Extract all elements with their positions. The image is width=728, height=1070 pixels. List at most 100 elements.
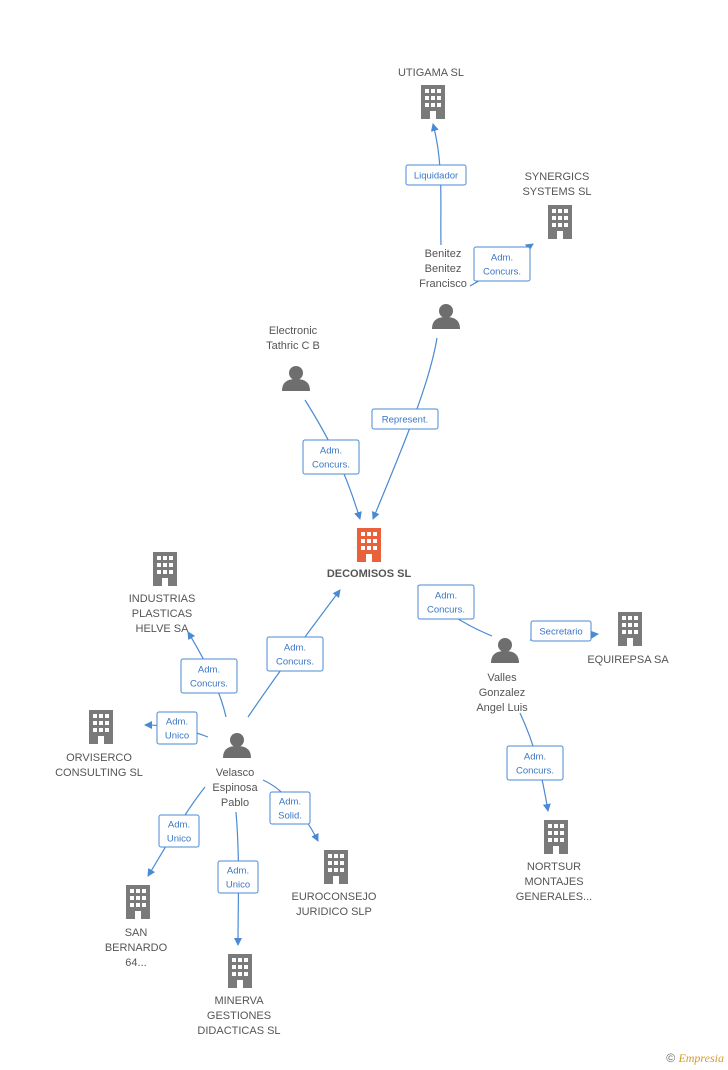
building-icon[interactable] bbox=[421, 85, 445, 119]
edge-label-text: Adm. bbox=[227, 866, 249, 877]
building-icon[interactable] bbox=[153, 552, 177, 586]
edge-label-text: Adm. bbox=[166, 717, 188, 728]
brand-logo[interactable]: Empresia bbox=[678, 1051, 724, 1065]
person-icon[interactable] bbox=[432, 304, 460, 329]
node-label[interactable]: SYSTEMS SL bbox=[522, 186, 591, 198]
edge-valles-equirepsa: Secretario bbox=[529, 620, 599, 642]
node-label[interactable]: GESTIONES bbox=[207, 1010, 271, 1022]
building-icon[interactable] bbox=[228, 954, 252, 988]
person-icon[interactable] bbox=[491, 638, 519, 663]
node-label[interactable]: INDUSTRIAS bbox=[129, 593, 196, 605]
node-nortsur[interactable]: NORTSUR MONTAJES GENERALES... bbox=[516, 820, 592, 903]
building-icon[interactable] bbox=[126, 885, 150, 919]
node-label[interactable]: UTIGAMA SL bbox=[398, 67, 464, 79]
node-equirepsa[interactable]: EQUIREPSA SA bbox=[587, 612, 669, 666]
node-label[interactable]: SYNERGICS bbox=[525, 171, 590, 183]
node-label[interactable]: Espinosa bbox=[212, 782, 258, 794]
node-label[interactable]: MONTAJES bbox=[524, 876, 583, 888]
edge-label-box bbox=[371, 408, 439, 430]
edge-label-box bbox=[158, 814, 200, 848]
edge-label-text: Represent. bbox=[382, 415, 428, 426]
node-utigama[interactable]: UTIGAMA SL bbox=[398, 67, 464, 119]
node-label[interactable]: Angel Luis bbox=[476, 702, 528, 714]
node-label[interactable]: Benitez bbox=[425, 263, 462, 275]
node-industrias[interactable]: INDUSTRIAS PLASTICAS HELVE SA bbox=[129, 552, 196, 635]
edge-label-text: Adm. bbox=[524, 752, 546, 763]
node-label[interactable]: EQUIREPSA SA bbox=[587, 654, 669, 666]
footer: © Empresia bbox=[666, 1051, 724, 1066]
edge-label-text: Adm. bbox=[435, 591, 457, 602]
edge-velasco-minerva: Adm.Unico bbox=[217, 811, 259, 946]
node-label[interactable]: Benitez bbox=[425, 248, 462, 260]
building-icon[interactable] bbox=[544, 820, 568, 854]
node-label[interactable]: BERNARDO bbox=[105, 942, 168, 954]
edge-benitez-decomisos: Represent. bbox=[371, 337, 439, 520]
edge-label-text: Adm. bbox=[279, 797, 301, 808]
edge-label-text: Solid. bbox=[278, 811, 302, 822]
node-label[interactable]: PLASTICAS bbox=[132, 608, 193, 620]
edge-label-box bbox=[302, 439, 360, 475]
edge-label-box bbox=[405, 164, 467, 186]
edge-label-box bbox=[530, 620, 592, 642]
edge-label-box bbox=[156, 711, 198, 745]
person-icon[interactable] bbox=[282, 366, 310, 391]
node-label[interactable]: Gonzalez bbox=[479, 687, 525, 699]
edge-label-box bbox=[417, 584, 475, 620]
edge-label-text: Concurs. bbox=[516, 766, 554, 777]
node-label[interactable]: EUROCONSEJO bbox=[292, 891, 377, 903]
node-label[interactable]: Pablo bbox=[221, 797, 249, 809]
node-minerva[interactable]: MINERVA GESTIONES DIDACTICAS SL bbox=[197, 954, 281, 1037]
node-label[interactable]: Electronic bbox=[269, 325, 318, 337]
edge-label-text: Unico bbox=[165, 731, 189, 742]
node-label[interactable]: MINERVA bbox=[214, 995, 264, 1007]
copyright-symbol: © bbox=[666, 1051, 676, 1065]
node-label[interactable]: JURIDICO SLP bbox=[296, 906, 372, 918]
node-label[interactable]: GENERALES... bbox=[516, 891, 592, 903]
node-label[interactable]: Tathric C B bbox=[266, 340, 320, 352]
node-label[interactable]: NORTSUR bbox=[527, 861, 581, 873]
edge-label-text: Concurs. bbox=[190, 679, 228, 690]
node-label[interactable]: SAN bbox=[125, 927, 148, 939]
node-label[interactable]: HELVE SA bbox=[136, 623, 190, 635]
edge-velasco-sanbernardo: Adm.Unico bbox=[147, 786, 206, 877]
edge-valles-decomisos: Adm.Concurs. bbox=[417, 584, 493, 637]
node-sanbernardo[interactable]: SAN BERNARDO 64... bbox=[105, 885, 168, 969]
edge-label-text: Adm. bbox=[320, 446, 342, 457]
edge-label-text: Adm. bbox=[491, 253, 513, 264]
node-label[interactable]: DIDACTICAS SL bbox=[197, 1025, 280, 1037]
edge-velasco-orviserco: Adm. Unico bbox=[144, 711, 209, 745]
edge-electronic-decomisos: Adm. Concurs. bbox=[302, 399, 362, 520]
person-icon[interactable] bbox=[223, 733, 251, 758]
node-orviserco[interactable]: ORVISERCO CONSULTING SL bbox=[55, 710, 143, 779]
edge-velasco-industrias: Adm.Concurs. bbox=[180, 631, 238, 718]
node-decomisos[interactable]: DECOMISOS SL bbox=[327, 528, 412, 580]
node-label[interactable]: CONSULTING SL bbox=[55, 767, 143, 779]
node-label[interactable]: 64... bbox=[125, 957, 146, 969]
building-icon[interactable] bbox=[324, 850, 348, 884]
building-icon[interactable] bbox=[89, 710, 113, 744]
node-synergics[interactable]: SYNERGICS SYSTEMS SL bbox=[522, 171, 592, 239]
edge-label-text: Concurs. bbox=[312, 460, 350, 471]
edge-label-box bbox=[473, 246, 531, 282]
edge-label-text: Secretario bbox=[539, 627, 582, 638]
edge-label-text: Liquidador bbox=[414, 171, 458, 182]
node-euroconsejo[interactable]: EUROCONSEJO JURIDICO SLP bbox=[292, 850, 377, 918]
building-icon[interactable] bbox=[357, 528, 381, 562]
node-label[interactable]: DECOMISOS SL bbox=[327, 568, 412, 580]
edge-label-text: Unico bbox=[167, 834, 191, 845]
building-icon[interactable] bbox=[548, 205, 572, 239]
edge-valles-nortsur: Adm. Concurs. bbox=[506, 712, 564, 812]
edge-label-box bbox=[180, 658, 238, 694]
building-icon[interactable] bbox=[618, 612, 642, 646]
node-label[interactable]: Francisco bbox=[419, 278, 467, 290]
edge-benitez-utigama: Liquidador bbox=[405, 123, 467, 246]
node-label[interactable]: Valles bbox=[487, 672, 517, 684]
node-label[interactable]: Velasco bbox=[216, 767, 255, 779]
node-label[interactable]: ORVISERCO bbox=[66, 752, 132, 764]
edge-benitez-synergics: Adm.Concurs. bbox=[469, 243, 534, 287]
